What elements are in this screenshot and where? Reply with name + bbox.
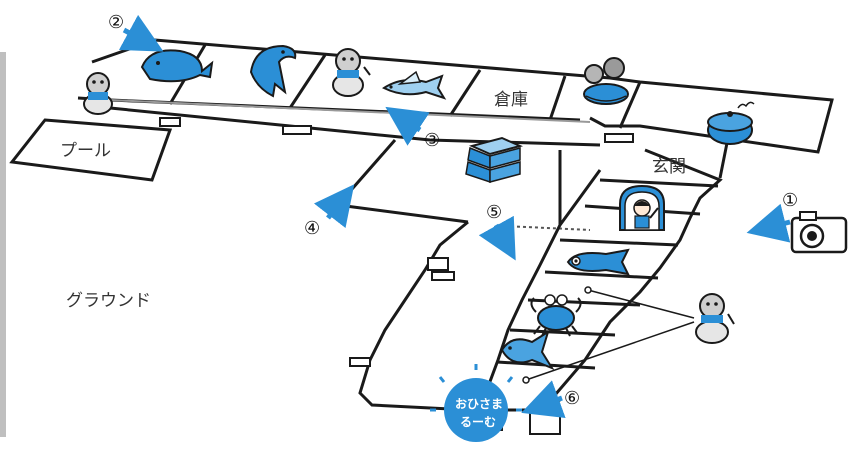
ground-label: グラウンド	[66, 291, 151, 311]
arrows	[118, 14, 791, 418]
arrow-icon	[385, 106, 430, 146]
camera-icon	[790, 211, 848, 254]
ohisama-room-badge: おひさま るーむ	[430, 364, 522, 442]
otter-icon	[332, 48, 371, 97]
marker-3: ③	[424, 130, 440, 151]
hall-dotted-line	[504, 225, 591, 231]
leader-dot	[584, 286, 592, 294]
wall-bumps	[159, 117, 634, 143]
storage-label: 倉庫	[494, 90, 528, 110]
pool-room: プール	[9, 118, 173, 182]
marker-1: ①	[782, 190, 798, 211]
arrow-icon	[746, 203, 791, 243]
left-edge-tab	[0, 52, 6, 437]
arrow-icon	[478, 215, 516, 261]
marker-6: ⑥	[564, 388, 580, 409]
marker-2: ②	[108, 12, 124, 33]
badge-line2: るーむ	[460, 415, 496, 429]
cooking-pot-icon	[707, 101, 755, 145]
leader-lines	[525, 289, 695, 381]
octopus-pot-icon	[583, 57, 629, 105]
flying-fish-icon	[382, 70, 447, 100]
badge-line1: おひさま	[455, 397, 503, 411]
otter-icon	[83, 72, 113, 115]
crab-icon	[530, 294, 582, 337]
entrance-label: 玄関	[652, 157, 686, 177]
leader-dot	[522, 376, 530, 384]
otter-icon	[695, 293, 735, 344]
carp-streamer-icon	[566, 248, 630, 276]
diagonal-wing	[358, 148, 723, 412]
arrow-icon	[521, 380, 566, 418]
whale-icon	[140, 37, 214, 83]
dolphin-icon	[249, 44, 297, 98]
arrow-icon	[118, 14, 164, 52]
vaulting-box-icon	[465, 136, 523, 184]
top-wing-corridor-line	[109, 99, 591, 123]
goldfish-icon	[500, 329, 555, 371]
arrow-icon	[313, 184, 355, 229]
marker-4: ④	[304, 218, 320, 239]
pool-label: プール	[60, 141, 111, 161]
marker-5: ⑤	[486, 202, 502, 223]
girl-window-icon	[619, 184, 665, 231]
